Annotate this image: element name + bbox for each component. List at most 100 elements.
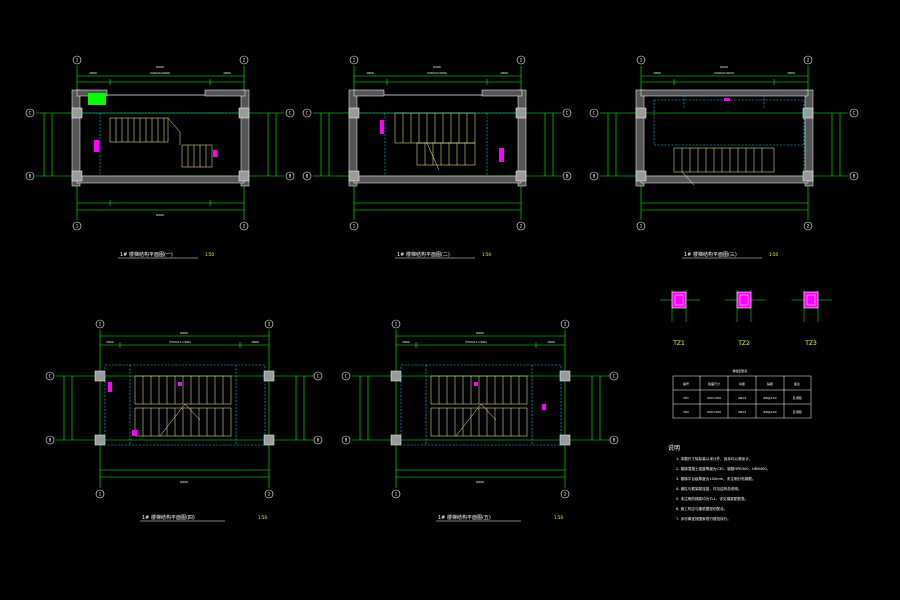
- grid-label: B: [593, 174, 596, 179]
- table-header: 备注: [794, 381, 800, 386]
- annotation-marks: [108, 382, 182, 436]
- dimension-text: 1800: [787, 71, 795, 75]
- dimension-text: 3300(11×300): [465, 340, 487, 344]
- table-header: 编号: [683, 381, 689, 386]
- notes-title: 说明: [668, 444, 680, 452]
- beam-lines: [104, 364, 266, 446]
- annotation-marks: [380, 120, 504, 162]
- grid-label: C: [613, 374, 616, 379]
- table-cell: TZ1: [682, 396, 689, 400]
- table-header: 纵筋: [739, 381, 745, 386]
- section-label: TZ2: [737, 340, 750, 347]
- dimension-text: 2400(4×600): [427, 71, 447, 75]
- grid-label: 2: [243, 224, 246, 229]
- dimension-text: 1800: [402, 340, 410, 344]
- grid-label: C: [289, 111, 292, 116]
- stair-flight: [394, 112, 476, 171]
- grid-label: C: [566, 111, 569, 116]
- section-label: TZ3: [804, 340, 817, 347]
- annotation-marks: [724, 98, 730, 101]
- dimension-text: 3300(11×300): [169, 340, 191, 344]
- note-line: 6. 施工时应与建筑图密切配合。: [676, 506, 727, 511]
- table-cell: 200×300: [707, 410, 721, 414]
- stair-plan-2: 1 2 1 2 C B C B 1800 2400(4×600) 1800 60…: [302, 55, 572, 259]
- grid-label: B: [853, 174, 856, 179]
- beam-lines: [359, 112, 516, 176]
- columns: [348, 107, 527, 182]
- grid-label: 1: [395, 492, 398, 497]
- table-cell: 见详图: [792, 409, 801, 414]
- stair-plan-5: 1 2 1 2 C B C B 1800 3300(11×300) 1800 6…: [341, 319, 619, 522]
- grid-label: 1: [76, 58, 79, 63]
- dimension-total: 6900: [476, 480, 484, 484]
- grid-label: 2: [564, 322, 567, 327]
- note-line: 1. 本图尺寸除标高以米计外，其余均以毫米计。: [676, 456, 752, 461]
- plan-scale: 1:50: [554, 515, 563, 520]
- columns: [71, 107, 250, 182]
- grid-label: C: [317, 374, 320, 379]
- annotation-marks: [88, 93, 106, 105]
- grid-label: 2: [520, 58, 523, 63]
- grid-label: 1: [640, 58, 643, 63]
- grid-label: B: [345, 438, 348, 443]
- dimension-text: 1800: [500, 71, 508, 75]
- dimension-text: 1800: [89, 71, 97, 75]
- table-header: 截面尺寸: [708, 381, 720, 386]
- grid-label: 2: [564, 492, 567, 497]
- columns: [94, 370, 275, 446]
- dimension-total: 6000: [156, 213, 164, 217]
- general-notes: 说明 1. 本图尺寸除标高以米计外，其余均以毫米计。 2. 楼梯混凝土强度等级为…: [668, 444, 770, 521]
- grid-label: C: [345, 374, 348, 379]
- stair-flight: [430, 375, 528, 437]
- grid-label: 1: [76, 224, 79, 229]
- wall-outline: [635, 89, 814, 187]
- grid-label: B: [317, 438, 320, 443]
- dimension-text: 2400(4×600): [714, 71, 734, 75]
- grid-bubbles: [589, 55, 859, 231]
- grid-label: C: [593, 111, 596, 116]
- plan-title: 1# 楼梯结构平面图(一): [120, 251, 173, 258]
- note-line: 7. 未尽事宜按国家现行规范执行。: [676, 516, 731, 521]
- grid-label: B: [289, 174, 292, 179]
- dimension-total: 6900: [180, 480, 188, 484]
- dimension-total: 6900: [476, 331, 484, 335]
- grid-label: B: [49, 438, 52, 443]
- stair-flight: [673, 147, 775, 186]
- dimension-text: 2400(4×600): [150, 71, 170, 75]
- annotation-marks: [474, 382, 546, 410]
- dimension-text: 1800: [223, 71, 231, 75]
- stair-plan-1: 1 2 1 2 C B C B 1800 2400(4×600) 1800 60…: [25, 55, 295, 259]
- grid-label: B: [29, 174, 32, 179]
- plan-scale: 1:50: [482, 252, 491, 257]
- grid-label: 1: [353, 224, 356, 229]
- dimension-text: 1800: [366, 71, 374, 75]
- stair-plan-3: 1 2 1 2 C B C B 1800 2400(4×600) 1800 60…: [589, 55, 859, 259]
- dimension-text: 1800: [251, 340, 259, 344]
- dimension-text: 1800: [547, 340, 555, 344]
- grid-label: C: [29, 111, 32, 116]
- table-header: 箍筋: [767, 381, 773, 386]
- table-cell: Φ8@100: [764, 410, 777, 414]
- table-cell: 见详图: [792, 395, 801, 400]
- beam-lines: [82, 112, 239, 176]
- stair-flight: [134, 375, 232, 437]
- plan-title: 1# 楼梯结构平面图(四): [142, 514, 195, 521]
- table-cell: 4Φ14: [738, 396, 746, 400]
- note-line: 3. 楼梯平台板厚度为100mm，未注明分布钢筋。: [676, 476, 756, 481]
- dimension-total: 6000: [433, 65, 441, 69]
- grid-label: B: [613, 438, 616, 443]
- grid-label: 2: [807, 58, 810, 63]
- column-section-tz2: TZ2: [725, 290, 765, 347]
- note-line: 2. 楼梯混凝土强度等级为C30，钢筋HPB300、HRB400。: [676, 466, 770, 471]
- grid-label: 2: [243, 58, 246, 63]
- dimension-text: 1800: [653, 71, 661, 75]
- grid-label: 1: [99, 322, 102, 327]
- table-cell: Φ8@100: [764, 396, 777, 400]
- stair-plan-4: 1 2 1 2 C B C B 1800 3300(11×300) 1800 6…: [45, 319, 323, 522]
- grid-label: 2: [268, 322, 271, 327]
- table-title: 梯柱配筋表: [732, 368, 747, 373]
- plan-title: 1# 楼梯结构平面图(五): [438, 514, 491, 521]
- grid-label: 2: [268, 492, 271, 497]
- grid-label: B: [306, 174, 309, 179]
